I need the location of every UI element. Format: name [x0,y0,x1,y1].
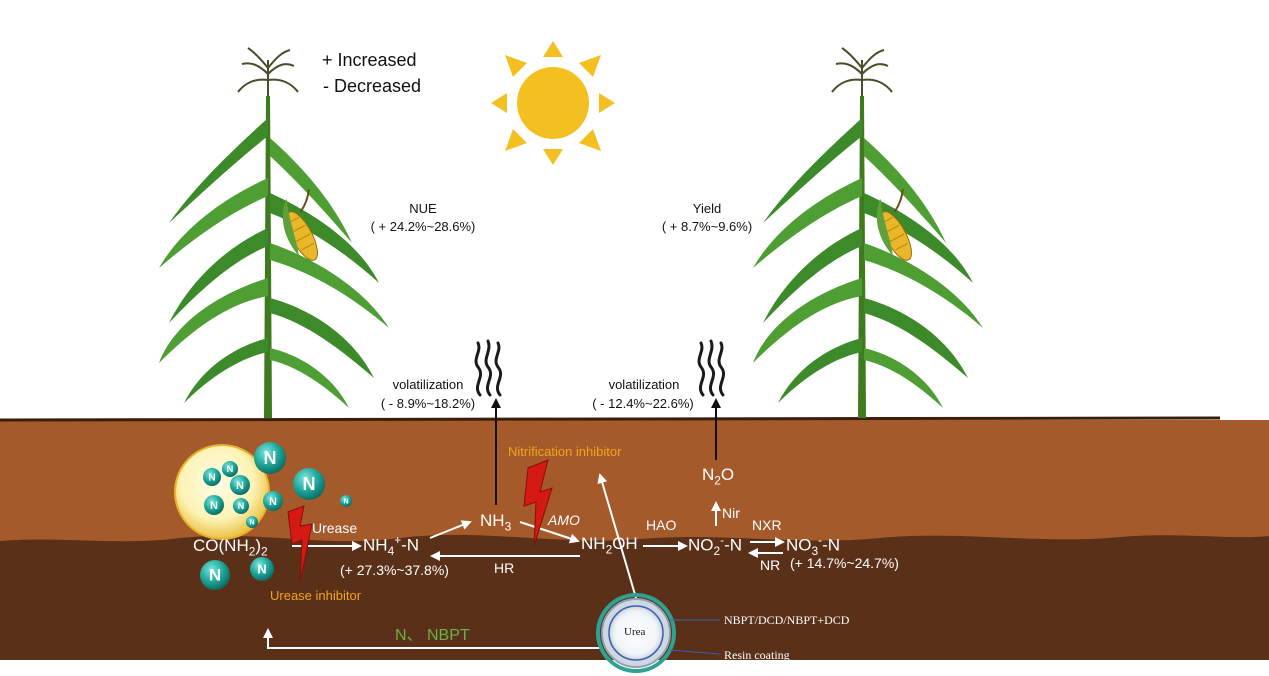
arrow-ammonia-to-hydroxylamine [519,521,580,544]
nr-label: NR [760,557,781,573]
volatilization-right-label: volatilization [608,377,680,392]
arrow-release-path [263,628,600,649]
nutrient-ball-icon [204,495,224,515]
surface-line [0,416,1221,422]
volatilization-right-value: ( - 12.4%~22.6%) [592,396,694,411]
nutrient-symbol: N [236,480,244,492]
nutrient-ball-icon [200,560,230,590]
urea-granule-icon [596,593,676,673]
nue-label: NUE [409,201,437,216]
ammonium-formula: NH4+-N [363,533,420,559]
nutrient-ball-icon [263,491,283,511]
release-label: N、 NBPT [395,627,470,644]
nir-label: Nir [722,505,740,521]
nitrification-inhibitor-label: Nitrification inhibitor [508,444,622,459]
hr-label: HR [494,560,515,576]
ammonia-formula: NH3 [480,511,512,534]
arrow-inhibitor-from-granule [597,473,637,599]
nitrification-inhibitor-lightning-icon [523,459,553,547]
yield-value: ( + 8.7%~9.6%) [661,219,753,234]
nutrient-symbol: N [343,498,348,505]
nitrate-change: (+ 14.7%~24.7%) [790,555,899,571]
nutrient-ball-icon [250,557,274,581]
nutrient-symbol: N [227,464,234,474]
arrow-ammonium-to-ammonia [429,520,472,539]
nutrient-symbol: N [269,496,277,508]
steam-icon [697,339,726,397]
granule-coating-label: NBPT/DCD/NBPT+DCD [724,613,850,627]
volatilization-arrows [491,398,721,505]
sun-icon [491,41,615,165]
legend-decreased: - Decreased [323,76,422,96]
nutrient-symbol: N [264,448,277,468]
urease-label: Urease [312,520,358,536]
nutrient-symbol: N [249,519,254,526]
nutrient-ball-icon [230,475,250,495]
corn-plant-icon [752,47,984,419]
urease-inhibitor-lightning-icon [287,505,313,583]
nutrient-ball-icon [254,442,286,474]
urease-inhibitor-label: Urease inhibitor [270,588,362,603]
granule-center-label: Urea [624,626,646,638]
subsoil [0,534,1269,660]
granule-pointers [668,619,721,655]
nutrient-symbol: N [208,472,215,483]
volatilization-left-value: ( - 8.9%~18.2%) [380,396,476,411]
nitrate-formula: NO3--N [786,533,841,559]
urea-formula: CO(NH2)2 [193,536,268,559]
nutrient-symbol: N [209,566,221,585]
nutrient-ball-icon [293,468,325,500]
steam-icon [474,339,503,397]
ammonium-change: (+ 27.3%~37.8%) [340,562,449,578]
yield-label: Yield [692,201,722,216]
granule-resin-label: Resin coating [724,648,790,662]
nutrient-ball-icon [222,461,238,477]
hao-label: HAO [646,517,677,533]
nitrous-oxide-formula: N2O [702,465,735,488]
corn-plant-icon [158,47,390,419]
nutrient-ball-icon [233,498,249,514]
nutrient-symbol: N [238,501,245,511]
amo-label: AMO [548,512,580,528]
process-arrows [263,473,785,649]
nutrient-ball-icon [246,516,258,528]
nxr-label: NXR [752,517,782,533]
nutrient-symbol: N [257,562,266,577]
legend-increased: + Increased [322,50,417,70]
nitrite-formula: NO2--N [688,533,743,559]
nutrient-symbol: N [303,474,316,494]
volatilization-left-label: volatilization [392,377,464,392]
nutrient-ball-icon [340,495,352,507]
nutrient-ball-icon [203,468,221,486]
nue-value: ( + 24.2%~28.6%) [370,219,476,234]
nutrient-symbol: N [210,500,218,512]
hydroxylamine-formula: NH2OH [581,534,638,557]
